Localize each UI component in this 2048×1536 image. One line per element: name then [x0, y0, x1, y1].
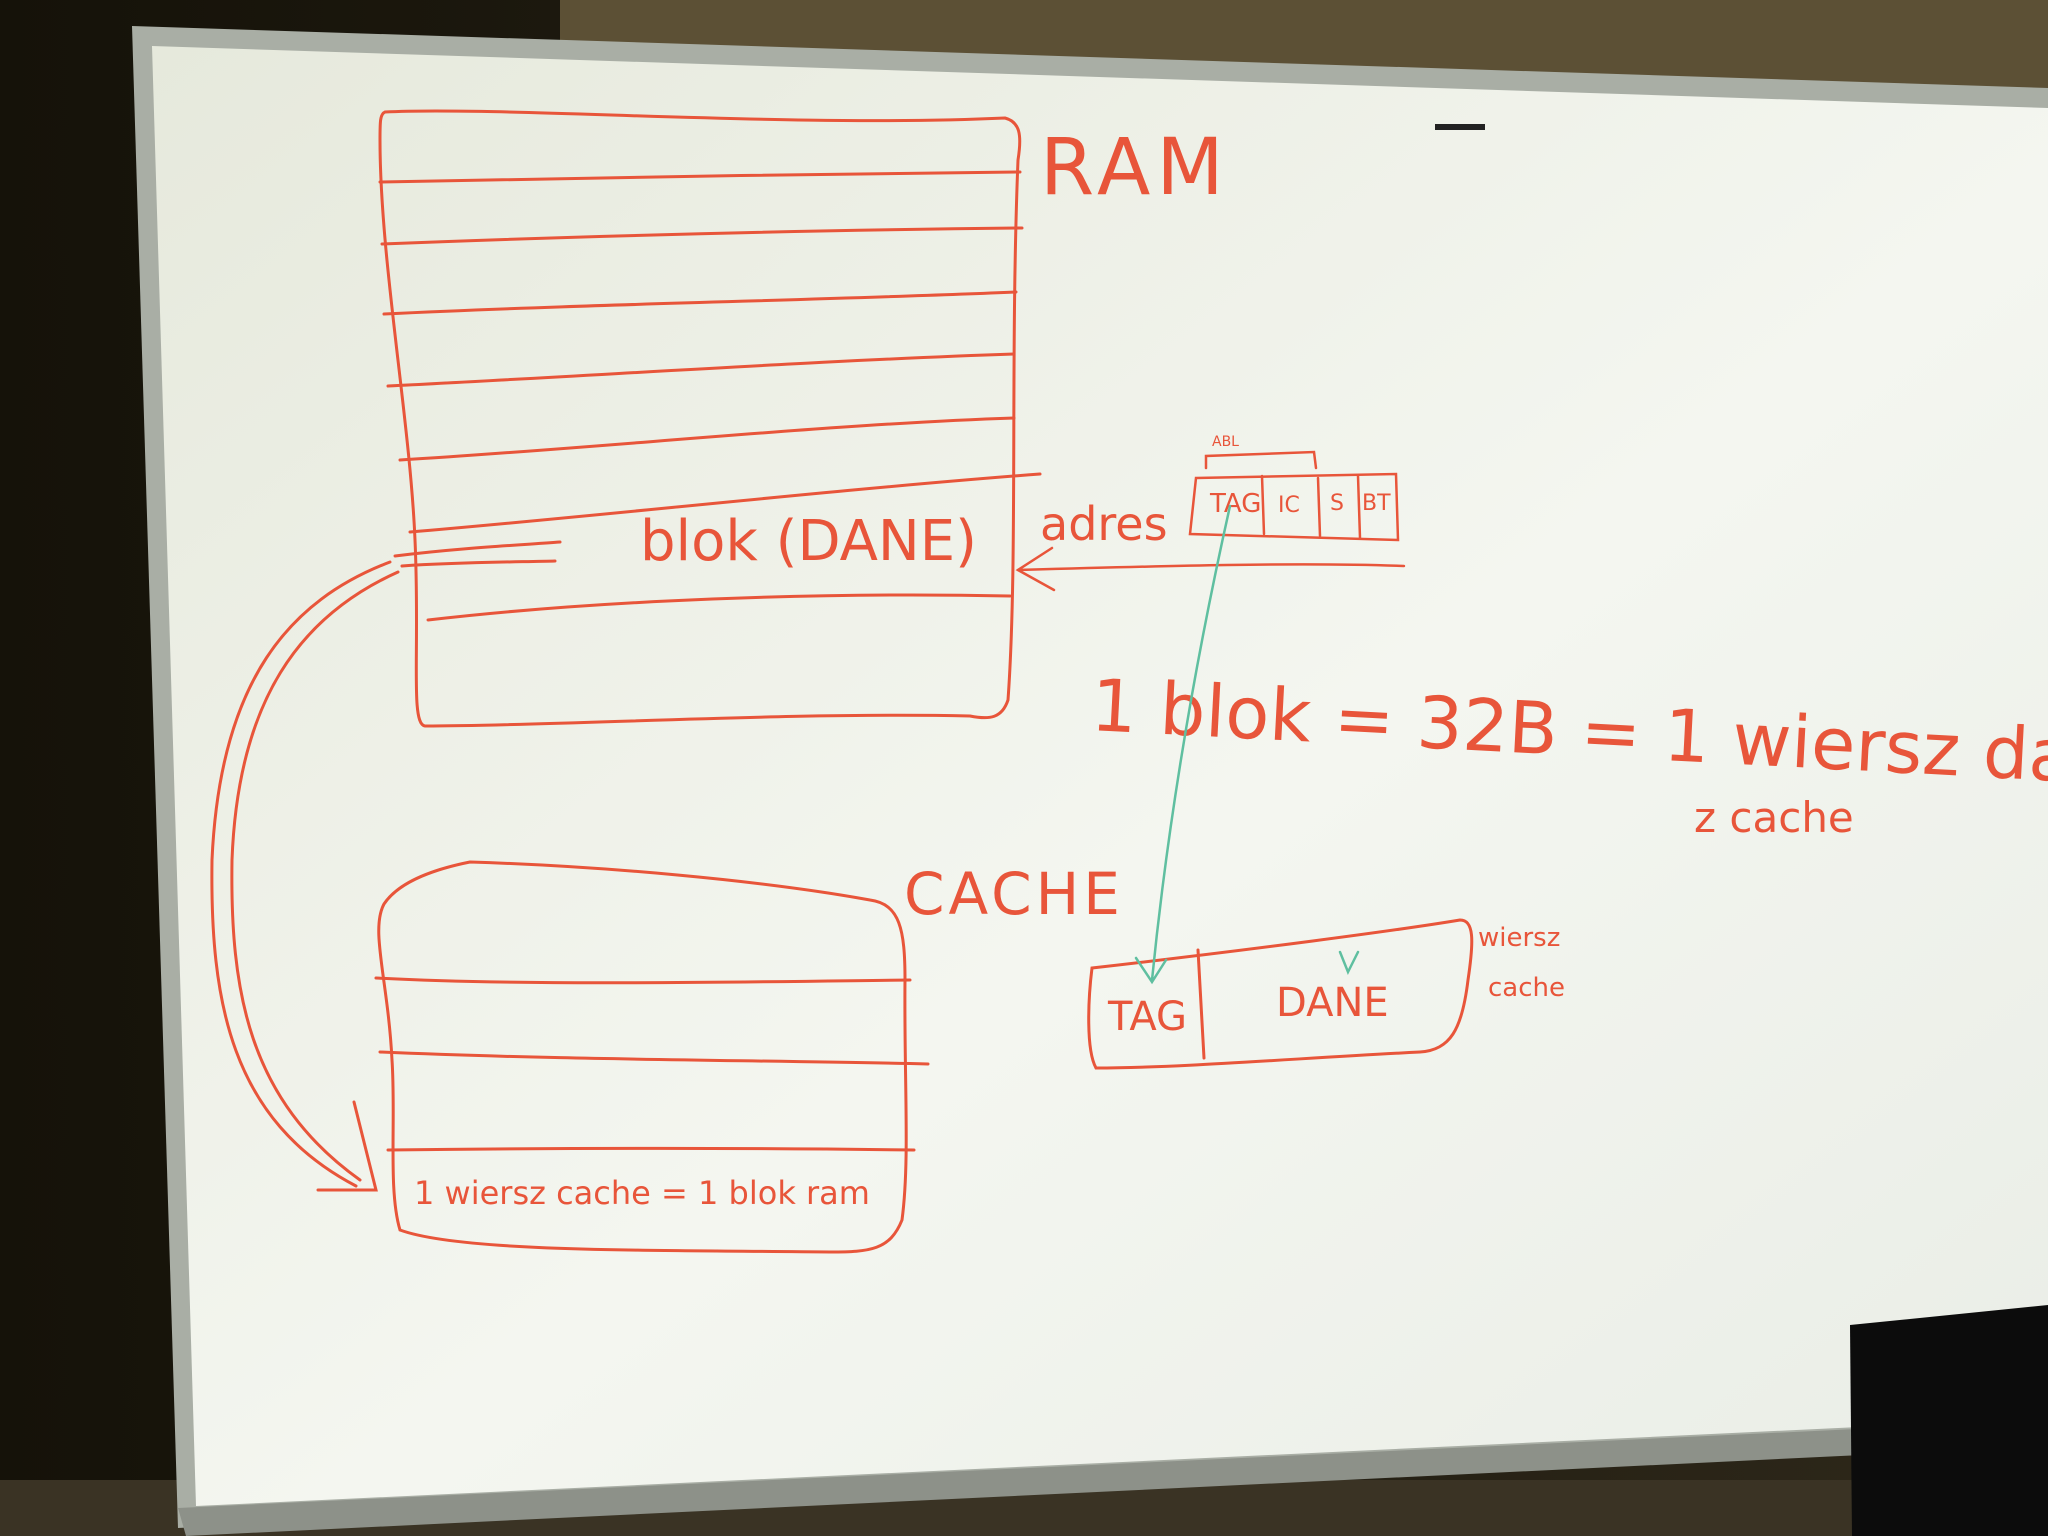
cache-row-line — [386, 1147, 916, 1152]
address-divider — [1316, 476, 1322, 538]
cache-line-side-label-1: wiersz — [1478, 923, 1560, 953]
cache-bottom-row-text: 1 wiersz cache = 1 blok ram — [414, 1174, 870, 1212]
address-box — [1188, 472, 1400, 542]
marker-tray — [178, 1420, 2048, 1536]
ram-row-line — [378, 170, 1022, 184]
ram-row-line — [386, 352, 1016, 388]
ram-block-top-stub — [393, 540, 562, 558]
address-field-bt: BT — [1362, 491, 1391, 516]
ram-row-line — [382, 290, 1018, 316]
transfer-arrowhead — [316, 1100, 378, 1192]
transfer-arrow — [210, 560, 392, 1188]
tag-connector-head — [1134, 956, 1168, 985]
cache-line-side-label-2: cache — [1488, 973, 1565, 1003]
data-tick — [1338, 950, 1360, 976]
address-field-tag: TAG — [1209, 489, 1261, 519]
transfer-arrow — [230, 570, 400, 1182]
address-bracket — [1204, 450, 1318, 470]
ram-block-text: blok (DANE) — [640, 509, 977, 574]
cache-line-data: DANE — [1276, 980, 1389, 1026]
cache-outline — [377, 860, 908, 1254]
ram-row-line — [408, 472, 1042, 534]
cache-line-divider — [1196, 948, 1206, 1060]
dark-object — [1850, 1305, 2048, 1536]
ram-outline — [378, 109, 1022, 728]
address-arrowhead — [1015, 546, 1056, 592]
address-divider — [1356, 474, 1362, 540]
cache-row-line — [378, 1050, 930, 1066]
ram-block-top-stub — [400, 559, 557, 568]
ram-diagram — [378, 109, 1042, 728]
cache-label: CACHE — [904, 860, 1124, 928]
address-field-ic: IC — [1278, 493, 1300, 518]
cache-line-outline — [1087, 918, 1474, 1070]
address-label: adres — [1040, 497, 1168, 551]
cache-diagram — [210, 560, 930, 1254]
ram-row-line — [426, 593, 1012, 622]
ram-label: RAM — [1040, 123, 1230, 213]
equation-line-2: z cache — [1694, 793, 1854, 842]
cache-row-line — [374, 976, 912, 985]
eraser-mark — [1435, 124, 1485, 130]
address-field-s: S — [1330, 491, 1344, 516]
tag-connector — [1134, 504, 1360, 985]
address-divider — [1260, 474, 1266, 536]
tag-connector-line — [1150, 504, 1232, 982]
address-bracket-note: ABL — [1212, 434, 1239, 450]
cache-line-diagram — [1087, 918, 1474, 1070]
ram-row-line — [380, 226, 1024, 246]
cache-line-tag: TAG — [1107, 994, 1187, 1040]
address-arrow-line — [1016, 563, 1406, 572]
ram-row-line — [398, 416, 1016, 462]
whiteboard-surface — [152, 46, 2048, 1506]
address-diagram — [1015, 450, 1406, 592]
